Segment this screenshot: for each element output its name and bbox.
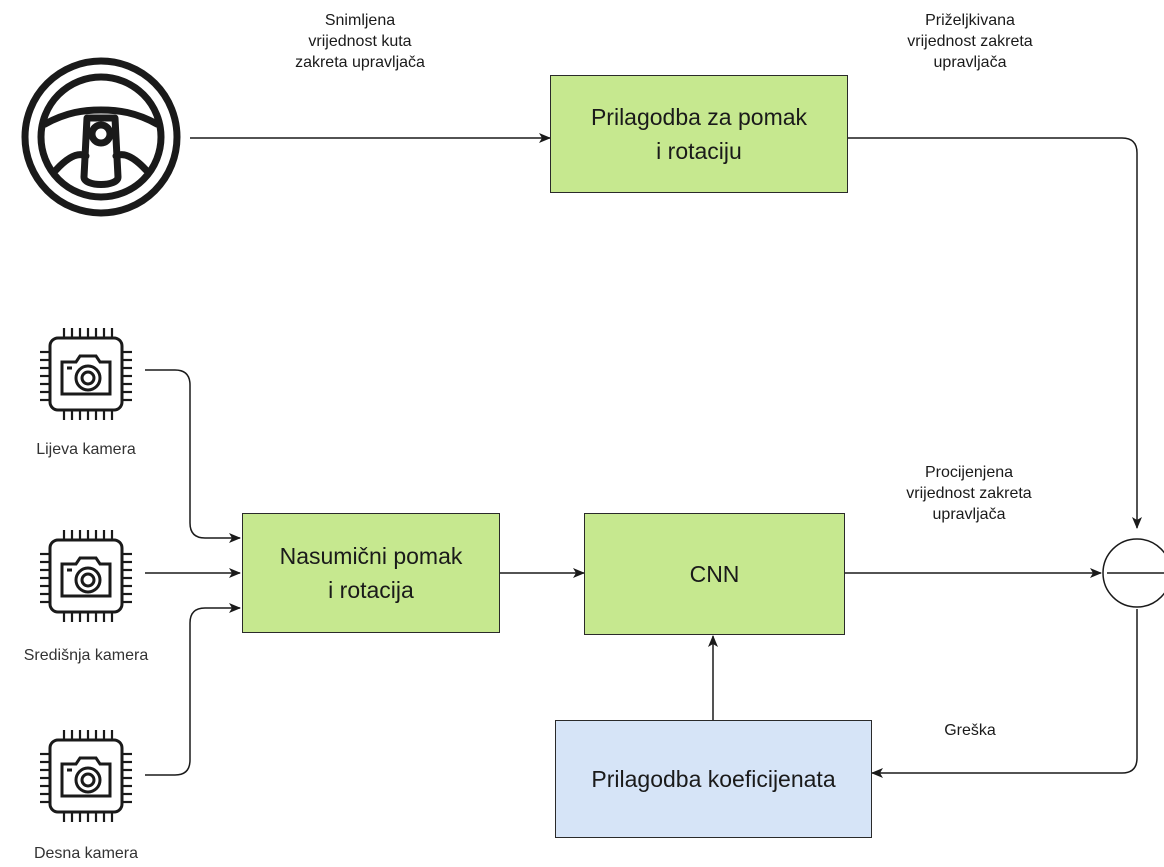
adjust-coefficients-box: Prilagodba koeficijenata <box>555 720 872 838</box>
center-camera-label: Središnja kamera <box>23 647 149 664</box>
camera-chip-icon <box>40 530 132 622</box>
estimated-angle-label: Procijenjena vrijednost zakreta upravlja… <box>906 464 1032 523</box>
random-shift-rotation-box: Nasumični pomak i rotacija <box>242 513 500 633</box>
camera-chip-icon <box>40 328 132 420</box>
arrow-left-cam <box>145 369 241 543</box>
subtract-icon <box>1102 538 1164 608</box>
cnn-box: CNN <box>584 513 845 635</box>
error-label: Greška <box>944 722 996 739</box>
recorded-angle-label: Snimljena vrijednost kuta zakreta upravl… <box>295 12 425 71</box>
arrow-right-cam <box>145 603 241 776</box>
left-camera-label: Lijeva kamera <box>36 441 136 458</box>
right-camera-label: Desna kamera <box>33 845 139 862</box>
desired-angle-label: Priželjkivana vrijednost zakreta upravlj… <box>907 12 1033 71</box>
arrow-subtract-to-coef <box>871 609 1138 778</box>
adjust-shift-rotation-box: Prilagodba za pomak i rotaciju <box>550 75 848 193</box>
arrow-adjust-to-subtract <box>848 137 1142 529</box>
steering-wheel-icon <box>21 57 181 217</box>
camera-chip-icon <box>40 730 132 822</box>
